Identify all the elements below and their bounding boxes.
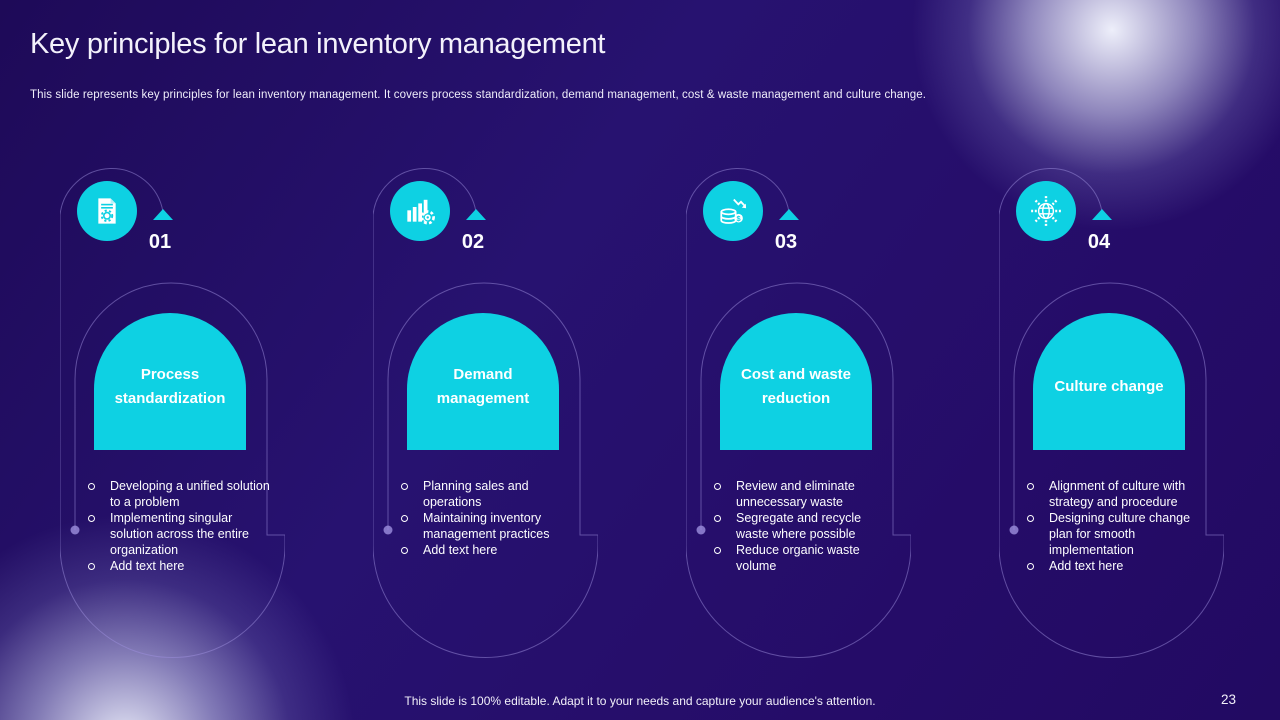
bullet-item: Reduce organic waste volume [710, 542, 896, 574]
principle-title: Cost and waste reduction [740, 366, 852, 407]
principle-bullet-list: Planning sales and operations Maintainin… [397, 478, 583, 558]
decorative-outline-path [60, 168, 285, 658]
page-number: 23 [1220, 692, 1236, 707]
page-title: Key principles for lean inventory manage… [30, 28, 606, 60]
svg-text:$: $ [737, 214, 742, 223]
arrowhead-marker-icon [153, 209, 173, 220]
principle-title: Culture change [1054, 377, 1164, 395]
column-outline-decoration [999, 168, 1224, 658]
principle-icon-circle [1016, 181, 1076, 241]
bullet-item: Maintaining inventory management practic… [397, 510, 583, 542]
principle-number: 02 [461, 231, 485, 253]
principle-title-arch: Process standardization [94, 313, 246, 450]
bullet-item: Review and eliminate unnecessary waste [710, 478, 896, 510]
arrowhead-marker-icon [1092, 209, 1112, 220]
principle-column-3: 04 Culture change Alignment of culture w… [999, 160, 1224, 665]
bullet-item: Segregate and recycle waste where possib… [710, 510, 896, 542]
bar-chart-gear-icon [407, 199, 435, 225]
principle-column-1: 02 Demand management Planning sales and … [373, 160, 598, 665]
arrowhead-marker-icon [779, 209, 799, 220]
bullet-item: Add text here [1023, 558, 1209, 574]
bullet-item: Alignment of culture with strategy and p… [1023, 478, 1209, 510]
principle-title: Demand management [436, 366, 530, 407]
principle-number: 03 [774, 231, 798, 253]
column-outline-decoration [686, 168, 911, 658]
decorative-outline-path [999, 168, 1224, 658]
principle-column-2: $ 03 Cost and waste reduction Review and… [686, 160, 911, 665]
principle-bullet-list: Alignment of culture with strategy and p… [1023, 478, 1209, 574]
principle-icon-circle: $ [703, 181, 763, 241]
bullet-item: Developing a unified solution to a probl… [84, 478, 270, 510]
document-gear-icon [98, 198, 116, 224]
footer-note: This slide is 100% editable. Adapt it to… [404, 694, 876, 708]
principle-bullet-list: Review and eliminate unnecessary waste S… [710, 478, 896, 574]
principle-title-arch: Cost and waste reduction [720, 313, 872, 450]
page-subtitle: This slide represents key principles for… [30, 89, 927, 101]
bullet-item: Designing culture change plan for smooth… [1023, 510, 1209, 558]
principles-row: 01 Process standardization Developing a … [60, 160, 1224, 665]
principle-bullet-list: Developing a unified solution to a probl… [84, 478, 270, 574]
outline-end-dot [696, 525, 706, 535]
principle-number: 01 [148, 231, 172, 253]
bullet-item: Implementing singular solution across th… [84, 510, 270, 558]
arrowhead-marker-icon [466, 209, 486, 220]
principle-number: 04 [1087, 231, 1111, 253]
column-outline-decoration [373, 168, 598, 658]
principle-icon-circle [390, 181, 450, 241]
principle-icon-circle [77, 181, 137, 241]
principle-title-arch: Demand management [407, 313, 559, 450]
principle-column-0: 01 Process standardization Developing a … [60, 160, 285, 665]
globe-rays-icon [1031, 196, 1061, 226]
bullet-item: Add text here [397, 542, 583, 558]
outline-end-dot [70, 525, 80, 535]
decorative-outline-path [686, 168, 911, 658]
outline-end-dot [383, 525, 393, 535]
decorative-outline-path [373, 168, 598, 658]
bullet-item: Planning sales and operations [397, 478, 583, 510]
principle-title-arch: Culture change [1033, 313, 1185, 450]
outline-end-dot [1009, 525, 1019, 535]
principle-title: Process standardization [114, 366, 226, 407]
coins-decrease-icon: $ [720, 198, 747, 224]
bullet-item: Add text here [84, 558, 270, 574]
column-outline-decoration [60, 168, 285, 658]
